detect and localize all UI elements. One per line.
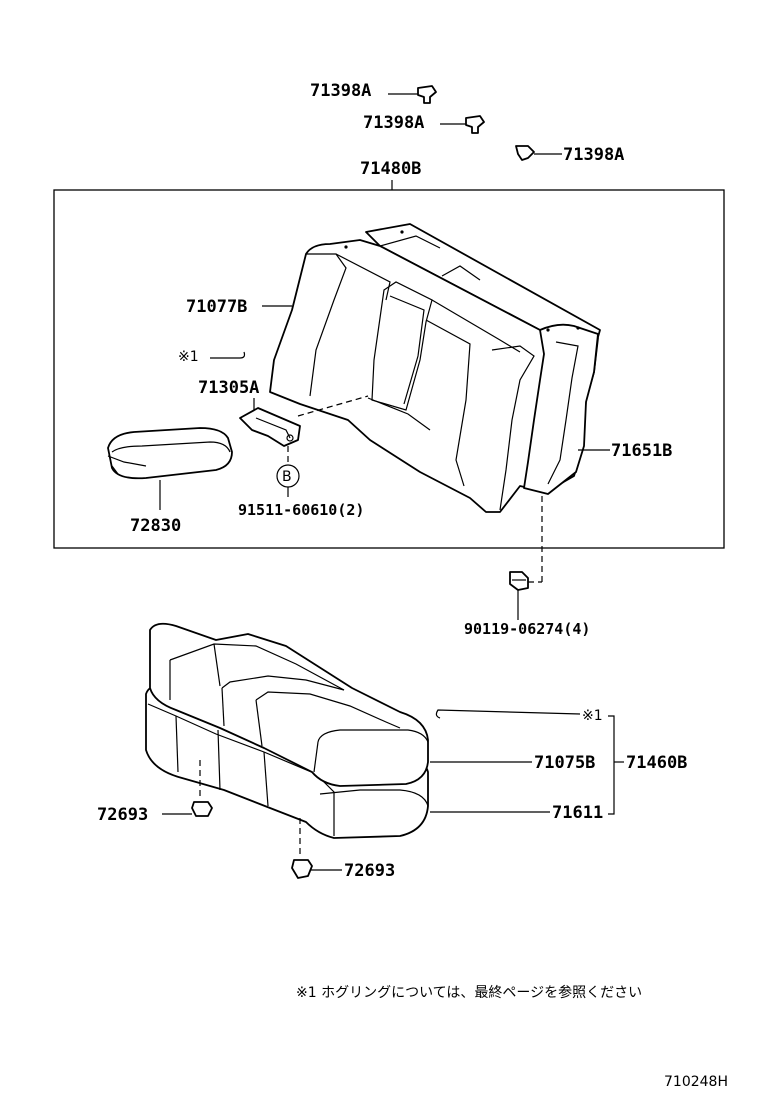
label-71651b: 71651B	[611, 441, 672, 461]
label-71077b: 71077B	[186, 297, 247, 317]
label-72830: 72830	[130, 516, 181, 536]
diagram-code: 710248H	[664, 1074, 728, 1090]
ref-mark-1: ※1	[178, 349, 199, 365]
hinge-71305a	[239, 407, 301, 447]
label-71398a-1: 71398A	[310, 81, 371, 101]
label-91511: 91511-60610(2)	[238, 501, 364, 519]
label-71398a-3: 71398A	[563, 145, 624, 165]
label-71460b: 71460B	[626, 753, 687, 773]
stopper-72693-right	[291, 859, 313, 879]
clip-71398a-1	[388, 85, 437, 104]
stopper-72693-left	[191, 801, 213, 817]
label-71611: 71611	[552, 803, 603, 823]
seatback-assembly-frame	[53, 189, 725, 549]
label-71305a: 71305A	[198, 378, 259, 398]
label-72693-left: 72693	[97, 805, 148, 825]
circle-b-label: B	[282, 469, 292, 485]
screw-90119	[509, 571, 529, 591]
label-72693-right: 72693	[344, 861, 395, 881]
hog-ring-1	[210, 351, 246, 359]
label-90119: 90119-06274(4)	[464, 620, 590, 638]
ref-mark-2: ※1	[582, 708, 603, 724]
cushion-bracket	[608, 715, 615, 815]
seat-cushion	[145, 622, 429, 839]
clip-71398a-2	[440, 115, 485, 134]
label-71480b: 71480B	[360, 159, 421, 179]
label-71075b: 71075B	[534, 753, 595, 773]
label-71398a-2: 71398A	[363, 113, 424, 133]
footnote: ※1 ホグリングについては、最終ページを参照ください	[296, 984, 642, 1001]
clip-71398a-3	[515, 145, 562, 161]
hinge-dash-line	[297, 395, 369, 417]
seatback	[269, 223, 601, 513]
armrest-72830	[107, 427, 233, 480]
hog-ring-2	[435, 709, 581, 719]
